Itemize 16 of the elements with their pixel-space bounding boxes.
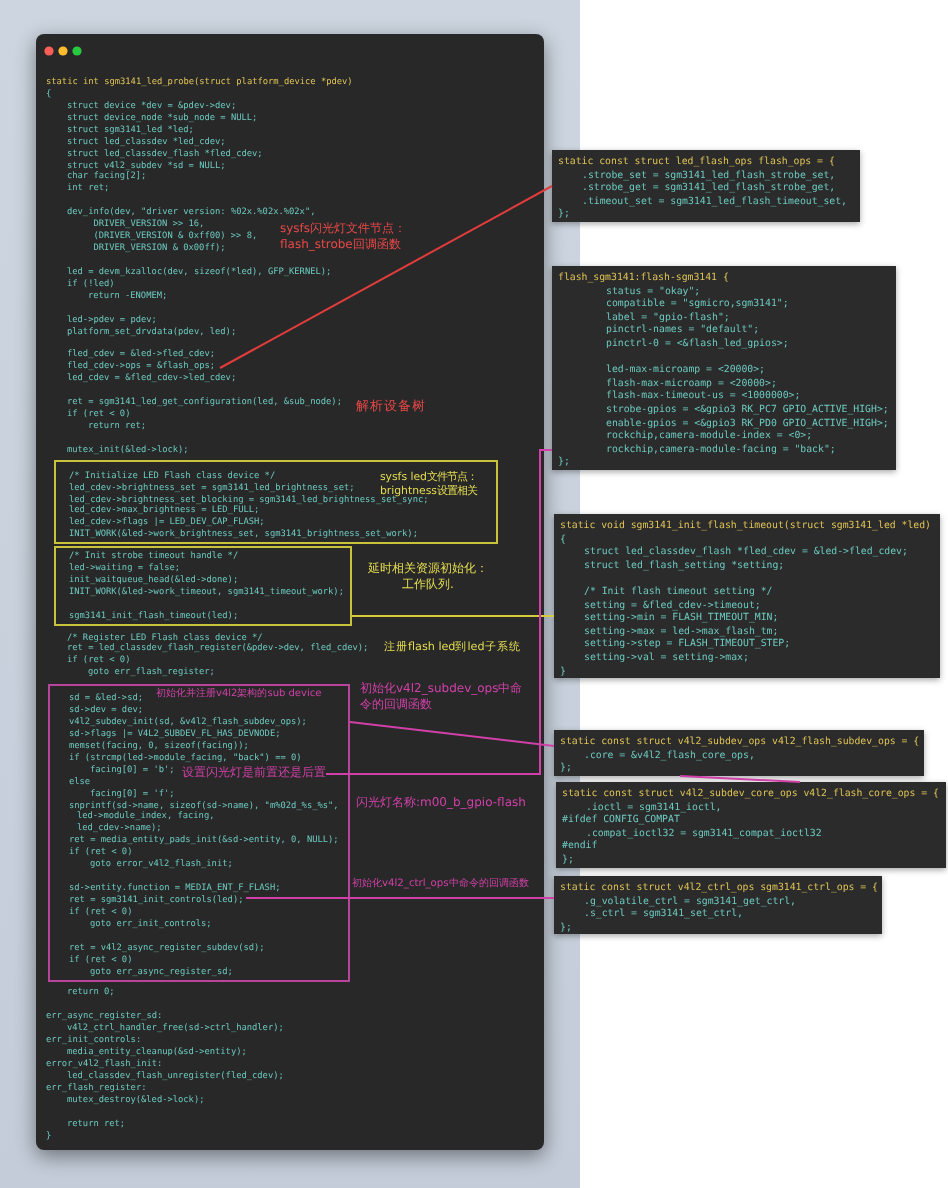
code-panel bbox=[554, 730, 924, 776]
connector-line bbox=[351, 615, 555, 617]
connector-line bbox=[679, 775, 801, 783]
code-panel bbox=[554, 514, 940, 678]
code-panel bbox=[552, 150, 860, 222]
connector-line bbox=[325, 449, 553, 775]
code-panel bbox=[554, 876, 882, 934]
connector-line bbox=[245, 897, 555, 899]
code-panel bbox=[552, 266, 896, 470]
code-window bbox=[36, 34, 544, 1150]
code-panel bbox=[556, 782, 946, 868]
connector-line bbox=[349, 721, 555, 747]
highlight-frame bbox=[54, 459, 498, 543]
highlight-frame bbox=[54, 545, 352, 626]
connector-line bbox=[219, 185, 553, 369]
highlight-frame bbox=[48, 684, 350, 982]
